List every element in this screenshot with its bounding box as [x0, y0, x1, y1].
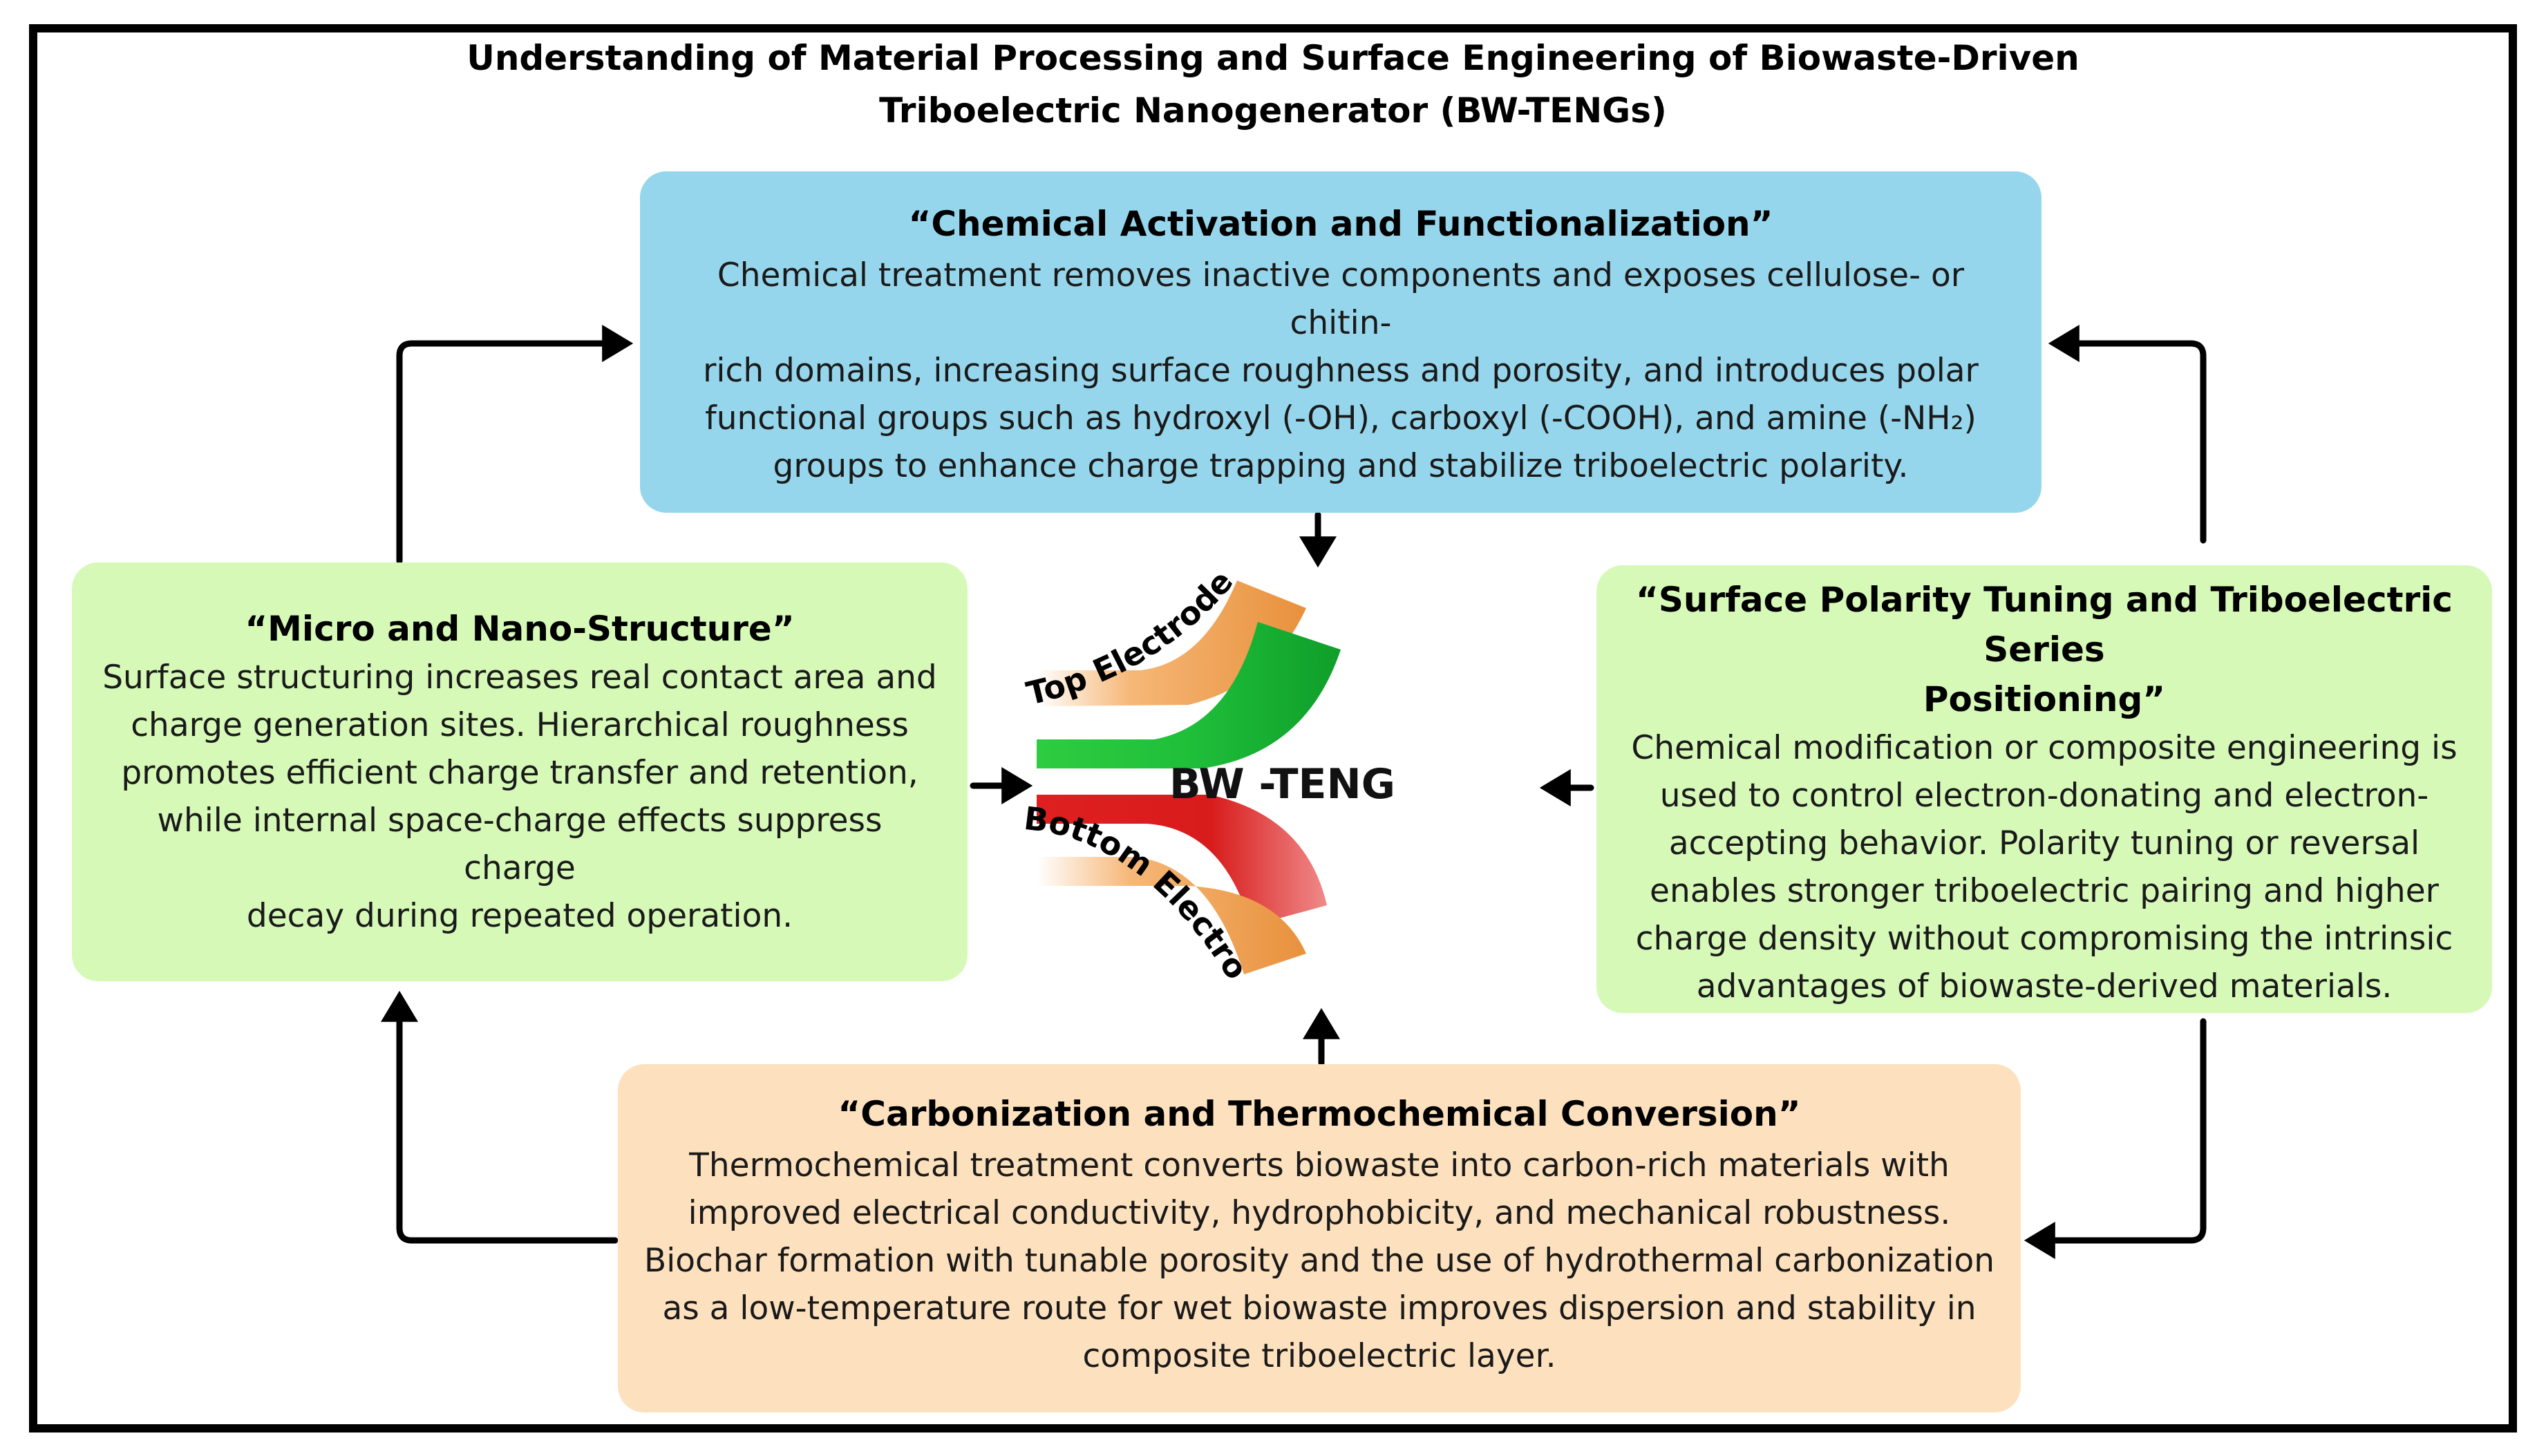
title-line-2: Triboelectric Nanogenerator (BW-TENGs)	[879, 91, 1667, 131]
carbonization-text-line: composite triboelectric layer.	[1082, 1337, 1556, 1375]
micro-text-line: decay during repeated operation.	[246, 897, 793, 935]
top-triboelectric-layer	[1037, 622, 1341, 768]
polarity-text-line: charge density without compromising the …	[1635, 920, 2453, 958]
micro-text-line: charge generation sites. Hierarchical ro…	[131, 706, 909, 744]
bottom-triboelectric-layer	[1037, 795, 1327, 926]
bw-teng-label: BW -TENG	[1169, 760, 1395, 809]
polarity-text-line: accepting behavior. Polarity tuning or r…	[1668, 824, 2420, 862]
bw-teng-device-illustration: Top Electrode Bottom Electrode BW -TENG	[981, 567, 1395, 986]
polarity-text-line: Chemical modification or composite engin…	[1631, 729, 2458, 767]
arrow-polarity-to-carbonization	[2024, 1018, 2207, 1259]
polarity-text-line: used to control electron-donating and el…	[1659, 777, 2429, 815]
micro-text-line: promotes efficient charge transfer and r…	[121, 754, 918, 792]
carbonization-text-line: as a low-temperature route for wet biowa…	[662, 1289, 1977, 1327]
carbonization-text-line: Biochar formation with tunable porosity …	[643, 1242, 1995, 1280]
polarity-text-line: enables stronger triboelectric pairing a…	[1650, 872, 2439, 910]
micro-text-line: Surface structuring increases real conta…	[102, 659, 937, 697]
carbonization-text-line: improved electrical conductivity, hydrop…	[688, 1194, 1951, 1232]
arrow-micro-to-chemical	[396, 325, 634, 565]
chemical-text-line: groups to enhance charge trapping and st…	[773, 447, 1909, 485]
chemical-text-line: functional groups such as hydroxyl (-OH)…	[705, 399, 1977, 437]
arrow-carbonization-to-micro	[381, 990, 619, 1244]
carbonization-heading: “Carbonization and Thermochemical Conver…	[838, 1094, 1801, 1134]
polarity-heading-line-2: Positioning”	[1923, 679, 2166, 719]
chemical-activation-heading: “Chemical Activation and Functionalizati…	[908, 204, 1773, 244]
micro-nano-structure-box: “Micro and Nano-Structure” Surface struc…	[72, 562, 968, 981]
title-line-1: Understanding of Material Processing and…	[466, 38, 2080, 78]
micro-text-line: while internal space-charge effects supp…	[157, 802, 883, 887]
polarity-text-line: advantages of biowaste-derived materials…	[1696, 967, 2393, 1005]
arrow-polarity-to-chemical	[2048, 325, 2207, 544]
chemical-text-line: rich domains, increasing surface roughne…	[703, 352, 1979, 390]
polarity-heading-line-1: “Surface Polarity Tuning and Triboelectr…	[1636, 580, 2453, 670]
carbonization-box: “Carbonization and Thermochemical Conver…	[618, 1064, 2021, 1412]
bottom-electrode-layer	[1037, 857, 1306, 974]
chemical-text-line: Chemical treatment removes inactive comp…	[717, 256, 1965, 342]
diagram-title: Understanding of Material Processing and…	[0, 32, 2546, 137]
chemical-activation-box: “Chemical Activation and Functionalizati…	[640, 171, 2041, 513]
micro-nano-heading: “Micro and Nano-Structure”	[245, 609, 795, 649]
surface-polarity-box: “Surface Polarity Tuning and Triboelectr…	[1596, 565, 2492, 1013]
carbonization-text-line: Thermochemical treatment converts biowas…	[689, 1146, 1950, 1184]
